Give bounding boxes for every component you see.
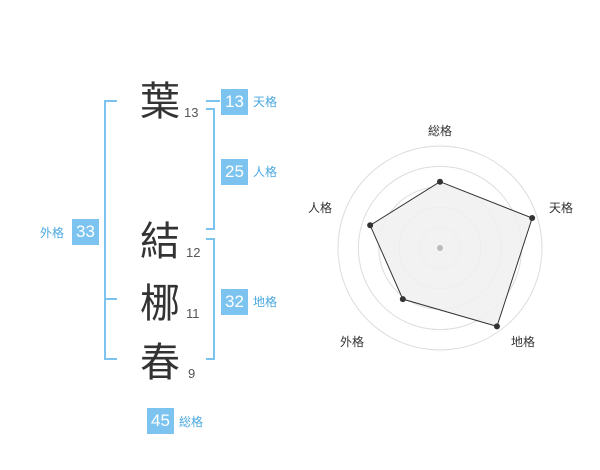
name-char-1: 葉 [140, 79, 180, 125]
name-char-2: 結 [140, 219, 180, 265]
chikaku-label: 地格 [253, 295, 278, 309]
radar-point-4 [367, 222, 374, 229]
radar-polygon [369, 181, 533, 328]
jinkaku-bracket [206, 108, 215, 230]
name-char-3: 梛 [140, 281, 180, 327]
jinkaku-value-badge: 25 [221, 159, 248, 185]
stroke-count-4: 9 [188, 366, 196, 381]
radar-point-0 [437, 178, 443, 185]
radar-ring [337, 145, 543, 351]
radar-axis-label-chikaku: 地格 [511, 335, 536, 349]
gaikaku-bracket [104, 100, 117, 360]
radar-point-2 [493, 323, 500, 330]
jinkaku-label: 人格 [253, 165, 278, 179]
radar-point-1 [529, 215, 536, 222]
stroke-count-1: 13 [184, 105, 199, 120]
stroke-count-3: 11 [186, 306, 200, 321]
gaikaku-label: 外格 [40, 226, 65, 240]
stroke-count-2: 12 [186, 245, 201, 260]
name-char-4: 春 [140, 340, 180, 386]
radar-axis-label-soukaku: 総格 [428, 124, 453, 138]
radar-axis-label-jinkaku: 人格 [308, 201, 333, 215]
radar-axis-label-gaikaku: 外格 [340, 335, 365, 349]
radar-point-3 [399, 296, 406, 303]
soukaku-value-badge: 45 [147, 408, 174, 434]
soukaku-label: 総格 [179, 415, 204, 429]
tenkaku-value-badge: 13 [221, 89, 248, 115]
tenkaku-label: 天格 [253, 95, 278, 109]
chikaku-bracket [206, 238, 215, 360]
gaikaku-value-badge: 33 [72, 219, 99, 245]
radar-chart [337, 145, 543, 351]
chikaku-value-badge: 32 [221, 289, 248, 315]
radar-center-dot [437, 245, 443, 251]
radar-axis-label-tenkaku: 天格 [549, 201, 574, 215]
